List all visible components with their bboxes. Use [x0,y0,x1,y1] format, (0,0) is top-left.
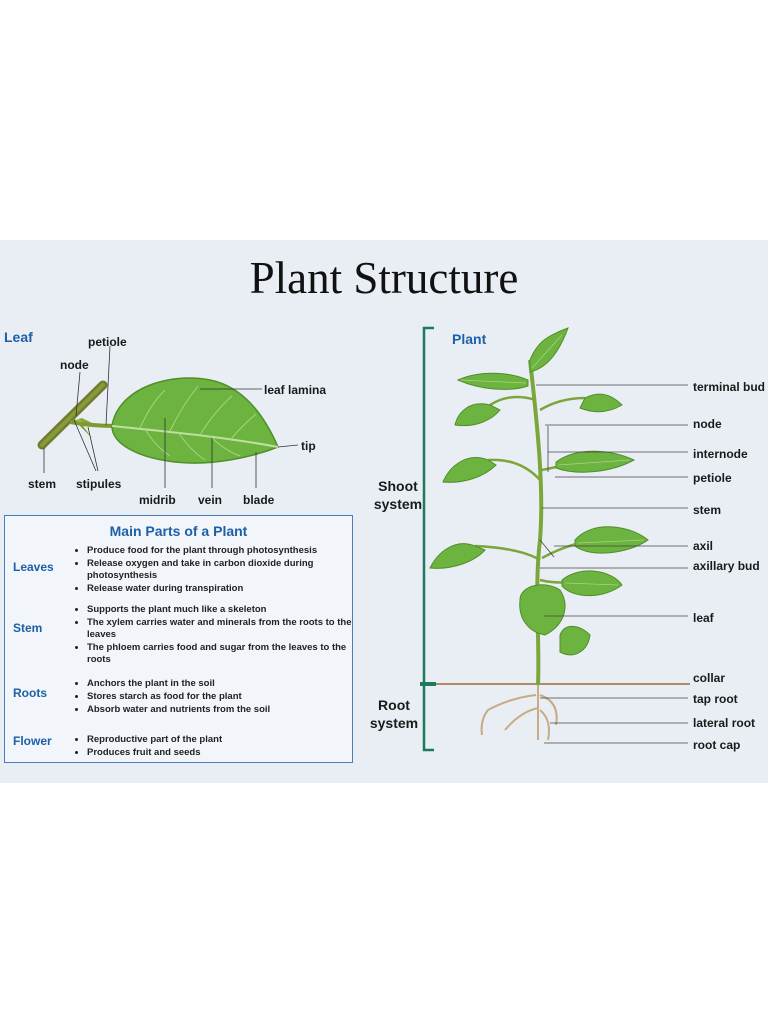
plant-label-root-cap: root cap [693,738,740,752]
plant-label-axillary-bud: axillary bud [693,559,760,573]
plant-label-internode: internode [693,447,748,461]
plant-label-terminal-bud: terminal bud [693,380,765,394]
plant-label-stem: stem [693,503,721,517]
slide: Plant Structure Leaf [0,240,768,783]
plant-label-leaf: leaf [693,611,714,625]
plant-label-axil: axil [693,539,713,553]
plant-label-node: node [693,417,722,431]
plant-label-collar: collar [693,671,725,685]
plant-label-lateral-root: lateral root [693,716,755,730]
plant-label-tap-root: tap root [693,692,738,706]
plant-label-petiole: petiole [693,471,732,485]
